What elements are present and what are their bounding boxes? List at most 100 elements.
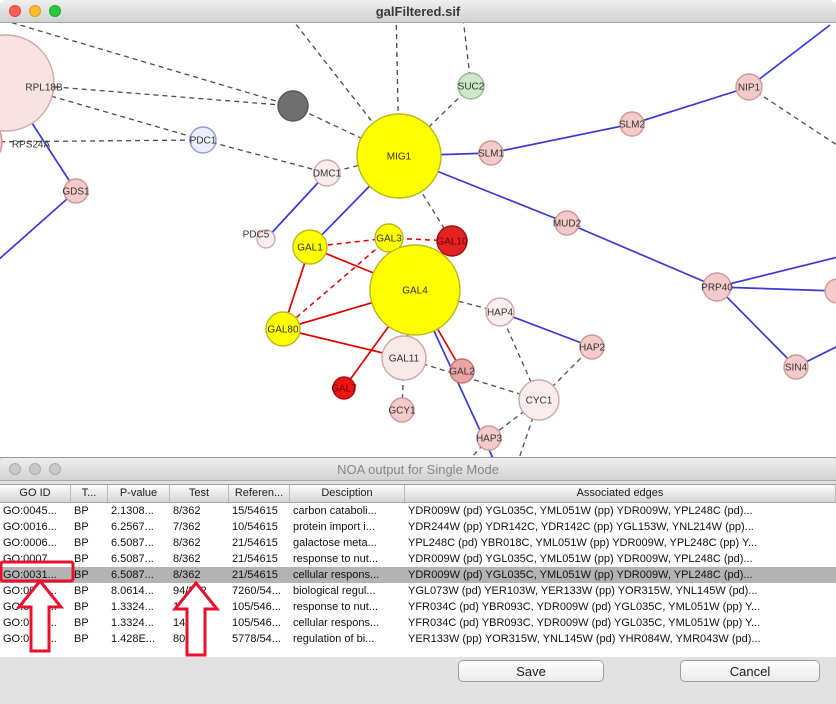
table-cell: GO:0031... [3,617,57,629]
node-gds1[interactable] [63,178,89,204]
node-rps24a[interactable] [0,116,3,168]
node-prp40[interactable] [702,272,732,302]
table-cell: 7/362 [173,521,201,533]
node-label: DMC1 [313,169,342,180]
node-hap4[interactable] [485,297,515,327]
close-button[interactable] [9,5,21,17]
node-hap2[interactable] [579,334,605,360]
graph-edge[interactable] [490,123,633,154]
node-label: GAL2 [449,367,475,378]
node-pdc5[interactable] [256,229,276,249]
table-cell: response to nut... [293,553,378,565]
graph-edge[interactable] [716,255,836,288]
table-cell: 2.1308... [111,505,154,517]
node-pdc1[interactable] [189,126,217,154]
node-label: PRP40 [701,283,733,294]
node-label: GAL4 [402,286,428,297]
table-cell: 80/362 [173,633,207,645]
graph-edge[interactable] [716,286,797,368]
node-mig1[interactable] [356,113,442,199]
node-sin4[interactable] [783,354,809,380]
table-cell: biological regul... [293,585,376,597]
node-unlabeled[interactable] [277,90,309,122]
table-cell: GO:0009... [3,601,57,613]
graph-edge[interactable] [395,23,400,157]
node-gal3[interactable] [374,223,404,253]
node-label: RPL18B [25,83,63,94]
column-header[interactable]: GO ID [0,485,71,502]
node-hap3[interactable] [476,425,502,451]
node-label: NIP1 [738,83,761,94]
node-mud2[interactable] [554,210,580,236]
table-cell: BP [74,585,89,597]
column-header[interactable]: Referen... [229,485,290,502]
graph-edge[interactable] [716,286,836,292]
node-gal1[interactable] [292,229,328,265]
noa-zoom-button[interactable] [49,463,61,475]
noa-minimize-button[interactable] [29,463,41,475]
node-slm1[interactable] [478,140,504,166]
save-button[interactable]: Save [458,660,604,682]
node-unlabeled[interactable] [824,278,836,304]
node-label: HAP4 [487,308,514,319]
graph-edge[interactable] [5,82,294,107]
column-header[interactable]: Test [170,485,229,502]
noa-close-button[interactable] [9,463,21,475]
node-gal4[interactable] [369,244,461,336]
graph-edge[interactable] [398,155,453,242]
column-header[interactable]: P-value [108,485,170,502]
node-suc2[interactable] [457,72,485,100]
noa-window-titlebar[interactable]: NOA output for Single Mode [0,458,836,481]
node-cyc1[interactable] [518,379,560,421]
graph-edge[interactable] [5,82,204,141]
node-gal2[interactable] [449,358,475,384]
node-label: GAL1 [297,243,323,254]
graph-edge[interactable] [499,311,593,348]
zoom-button[interactable] [49,5,61,17]
node-gal80[interactable] [265,311,301,347]
table-cell: YDR009W (pd) YGL035C, YML051W (pp) YDR00… [408,505,753,517]
minimize-button[interactable] [29,5,41,17]
node-label: GAL80 [267,325,299,336]
network-window-titlebar[interactable]: galFiltered.sif [0,0,836,23]
cancel-button[interactable]: Cancel [680,660,820,682]
node-label: SLM1 [478,149,505,160]
node-gal7[interactable] [332,376,356,400]
graph-edge[interactable] [265,172,328,240]
graph-edge[interactable] [403,357,540,401]
graph-edge[interactable] [748,86,836,151]
graph-edge[interactable] [292,105,400,157]
node-gcy1[interactable] [389,397,415,423]
node-nip1[interactable] [735,73,763,101]
node-slm2[interactable] [619,111,645,137]
node-rpl18b[interactable] [0,34,55,132]
graph-edge[interactable] [0,190,77,269]
graph-edge[interactable] [748,24,831,88]
table-cell: GO:0050... [3,633,57,645]
graph-edge[interactable] [0,139,204,143]
graph-edge[interactable] [631,86,750,125]
graph-edge[interactable] [566,222,718,288]
table-cell: 15/54615 [232,505,278,517]
network-window-title: galFiltered.sif [375,3,461,19]
column-header[interactable]: Associated edges [405,485,836,502]
column-header[interactable]: Desciption [290,485,405,502]
graph-edge[interactable] [499,311,540,401]
graph-edge[interactable] [202,139,328,174]
node-gal10[interactable] [436,225,468,257]
graph-edge[interactable] [463,437,490,457]
column-header[interactable]: T... [71,485,108,502]
node-gal11[interactable] [381,335,427,381]
node-dmc1[interactable] [313,159,341,187]
